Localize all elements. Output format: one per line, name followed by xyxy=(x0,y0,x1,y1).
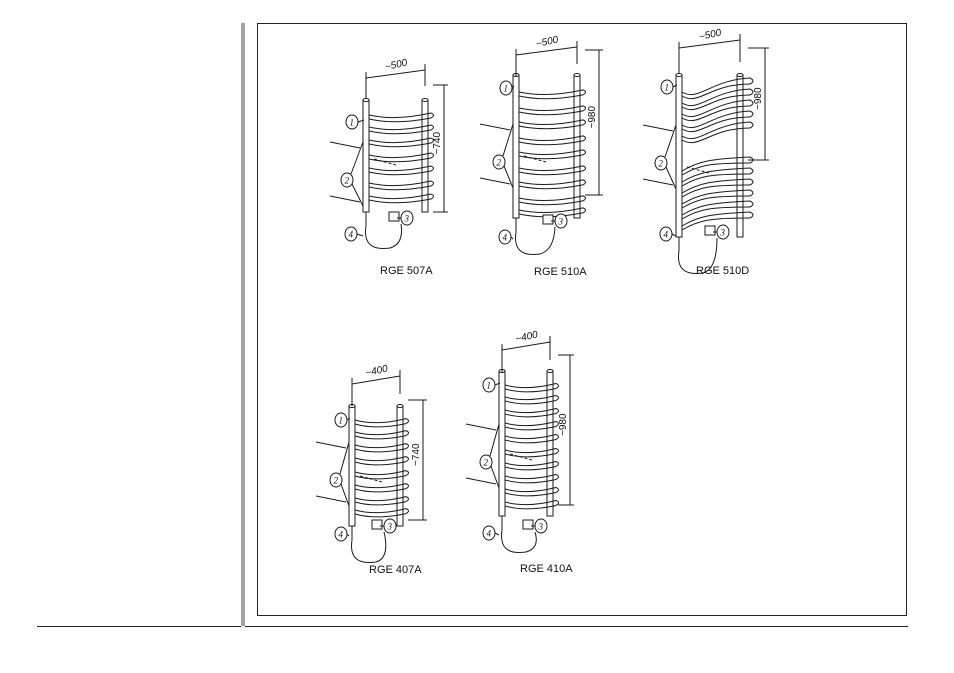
thermostat-box xyxy=(389,212,399,221)
callout-leader xyxy=(504,166,513,188)
thermostat-box xyxy=(543,215,553,224)
towel-bar xyxy=(519,201,583,205)
callout-leader xyxy=(672,234,676,236)
wall-bracket-mark xyxy=(643,125,673,131)
radiator-figure: ~400 ~740 1 2 3 4 xyxy=(316,363,427,562)
height-dimension-label: ~740 xyxy=(432,132,443,155)
towel-bar xyxy=(519,155,583,159)
callout-number: 4 xyxy=(664,230,669,240)
callout-leader xyxy=(666,167,676,189)
callout-number: 2 xyxy=(345,176,350,186)
width-dimension-line xyxy=(679,40,740,48)
callout-number: 4 xyxy=(487,529,492,539)
vertical-tube xyxy=(513,75,519,218)
thermostat-box xyxy=(372,520,382,529)
wall-bracket-mark xyxy=(316,496,346,502)
caption-rge-507a: RGE 507A xyxy=(380,265,433,277)
power-cable xyxy=(516,227,556,255)
caption-rge-510d: RGE 510D xyxy=(696,265,749,277)
tube-cap xyxy=(397,405,403,408)
caption-rge-410a: RGE 410A xyxy=(520,563,573,575)
callout-number: 2 xyxy=(659,159,664,169)
callout-leader xyxy=(495,533,499,535)
callout-number: 1 xyxy=(339,416,344,426)
width-dimension-label: ~500 xyxy=(384,57,409,73)
callout-number: 3 xyxy=(558,217,564,227)
callout-number: 3 xyxy=(720,228,726,238)
callout-number: 1 xyxy=(504,84,509,94)
wall-bracket-mark xyxy=(480,124,510,130)
vertical-tube xyxy=(349,406,355,526)
callout-number: 4 xyxy=(349,230,354,240)
power-cable xyxy=(502,530,537,553)
callout-number: 3 xyxy=(404,214,410,224)
radiator-figure: ~500 ~980 1 2 3 4 xyxy=(480,34,603,254)
callout-leader xyxy=(357,234,363,236)
radiator-figure: ~400 ~980 1 2 3 4 xyxy=(466,329,574,552)
wall-bracket-mark xyxy=(480,178,510,184)
wall-bracket-mark xyxy=(330,196,360,202)
callout-number: 3 xyxy=(538,522,544,532)
height-dimension-label: ~980 xyxy=(753,87,764,110)
width-dimension-line xyxy=(352,376,400,384)
vertical-tube xyxy=(363,100,369,212)
wall-bracket-mark xyxy=(643,179,673,185)
caption-rge-407a: RGE 407A xyxy=(369,564,422,576)
power-cable xyxy=(366,224,402,249)
power-cable xyxy=(352,532,386,563)
tube-cap xyxy=(737,74,743,77)
tube-cap xyxy=(574,74,580,77)
towel-bar xyxy=(519,125,583,129)
thermostat-box xyxy=(523,520,533,529)
caption-rge-510a: RGE 510A xyxy=(534,266,587,278)
callout-number: 1 xyxy=(487,381,492,391)
height-dimension-label: ~980 xyxy=(587,106,598,129)
towel-bar xyxy=(519,185,583,189)
wall-bracket-mark xyxy=(330,142,360,148)
callout-number: 1 xyxy=(665,83,670,93)
towel-bar xyxy=(519,95,583,99)
width-dimension-label: ~500 xyxy=(535,34,560,50)
callout-number: 2 xyxy=(497,158,502,168)
towel-bar xyxy=(519,141,583,145)
callout-leader xyxy=(352,184,363,206)
width-dimension-label: ~400 xyxy=(365,363,390,379)
height-dimension-label: ~740 xyxy=(411,443,422,466)
thermostat-box xyxy=(705,226,715,235)
callout-number: 4 xyxy=(503,233,508,243)
callout-number: 1 xyxy=(350,118,355,128)
radiator-figure: ~500 ~980 1 2 3 4 xyxy=(643,27,769,273)
callout-leader xyxy=(491,466,499,488)
callout-leader xyxy=(341,484,349,506)
callout-number: 3 xyxy=(387,522,393,532)
tube-cap xyxy=(547,370,553,373)
width-dimension-line xyxy=(516,47,577,55)
width-dimension-label: ~400 xyxy=(515,329,540,345)
tube-cap xyxy=(363,99,369,102)
width-dimension-line xyxy=(502,342,550,350)
tube-cap xyxy=(422,99,428,102)
towel-bar xyxy=(519,171,583,175)
wall-bracket-mark xyxy=(466,424,496,430)
callout-number: 2 xyxy=(484,458,489,468)
wall-bracket-mark xyxy=(466,478,496,484)
width-dimension-label: ~500 xyxy=(698,27,723,43)
towel-bar xyxy=(519,111,583,115)
callout-number: 2 xyxy=(334,476,339,486)
radiator-figure: ~500 ~740 1 2 3 4 xyxy=(330,57,448,248)
height-dimension-label: ~980 xyxy=(558,413,569,436)
vertical-tube xyxy=(499,371,505,516)
vertical-tube xyxy=(676,75,682,237)
width-dimension-line xyxy=(366,70,425,78)
wall-bracket-mark xyxy=(316,442,346,448)
callout-number: 4 xyxy=(339,530,344,540)
